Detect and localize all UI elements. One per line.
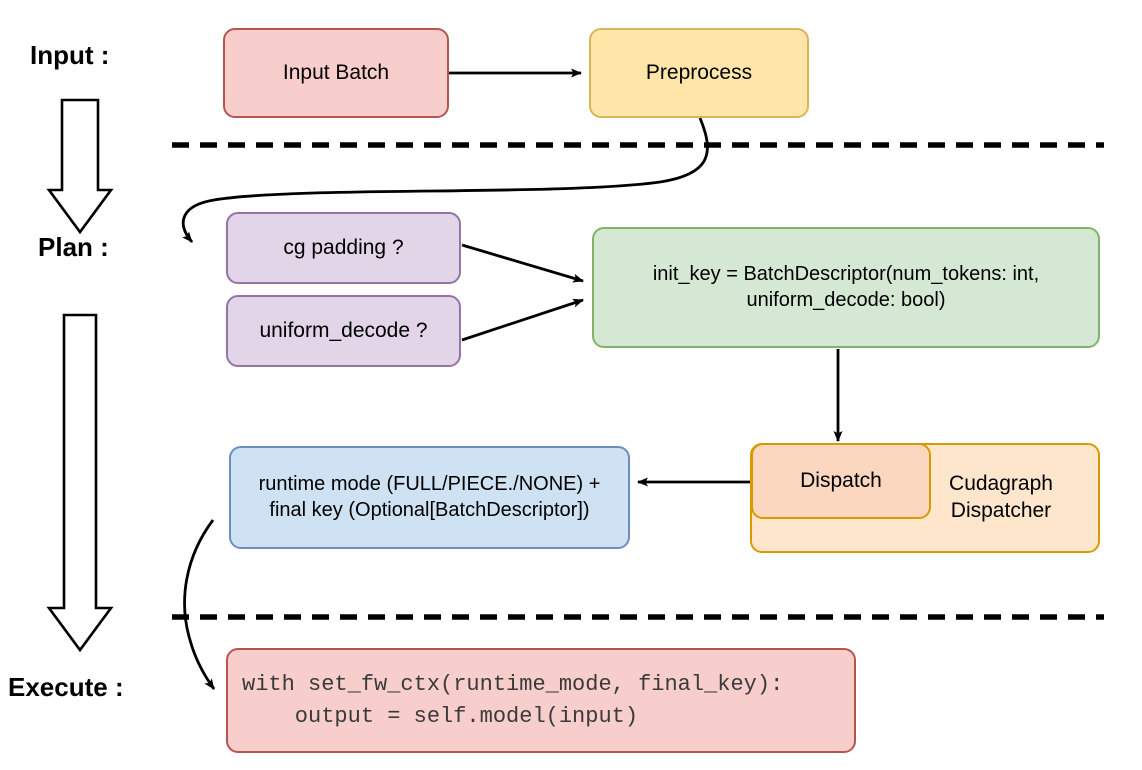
node-cg-padding-label: cg padding ? xyxy=(283,235,404,259)
block-arrow-plan-to-execute-shape xyxy=(46,313,114,653)
block-arrow-input-to-plan-shape xyxy=(46,98,114,235)
node-runtime-mode[interactable]: runtime mode (FULL/PIECE./NONE) + final … xyxy=(229,446,630,549)
node-execute-code[interactable]: with set_fw_ctx(runtime_mode, final_key)… xyxy=(226,648,856,753)
node-runtime-mode-label: runtime mode (FULL/PIECE./NONE) + final … xyxy=(258,472,601,521)
node-preprocess[interactable]: Preprocess xyxy=(589,28,809,118)
node-cudagraph-dispatcher-label: Cudagraph Dispatcher xyxy=(949,472,1053,522)
node-dispatch[interactable]: Dispatch xyxy=(751,443,931,519)
node-uniform-decode[interactable]: uniform_decode ? xyxy=(226,295,461,367)
connector-cg-padding-to-init-key xyxy=(461,243,584,283)
node-cg-padding[interactable]: cg padding ? xyxy=(226,212,461,284)
node-preprocess-label: Preprocess xyxy=(645,60,753,84)
stage-label-execute: Execute : xyxy=(8,672,124,702)
node-dispatch-label: Dispatch xyxy=(800,468,882,492)
node-execute-code-text: with set_fw_ctx(runtime_mode, final_key)… xyxy=(242,672,784,729)
connector-runtime-mode-to-execute-code xyxy=(183,519,216,690)
stage-label-input: Input : xyxy=(30,40,110,70)
stage-label-plan: Plan : xyxy=(38,232,109,262)
node-init-key[interactable]: init_key = BatchDescriptor(num_tokens: i… xyxy=(592,227,1100,348)
node-input-batch-label: Input Batch xyxy=(282,60,390,84)
node-uniform-decode-label: uniform_decode ? xyxy=(259,318,428,342)
connector-uniform-decode-to-init-key xyxy=(461,298,584,342)
node-init-key-label: init_key = BatchDescriptor(num_tokens: i… xyxy=(652,262,1040,311)
node-input-batch[interactable]: Input Batch xyxy=(223,28,449,118)
